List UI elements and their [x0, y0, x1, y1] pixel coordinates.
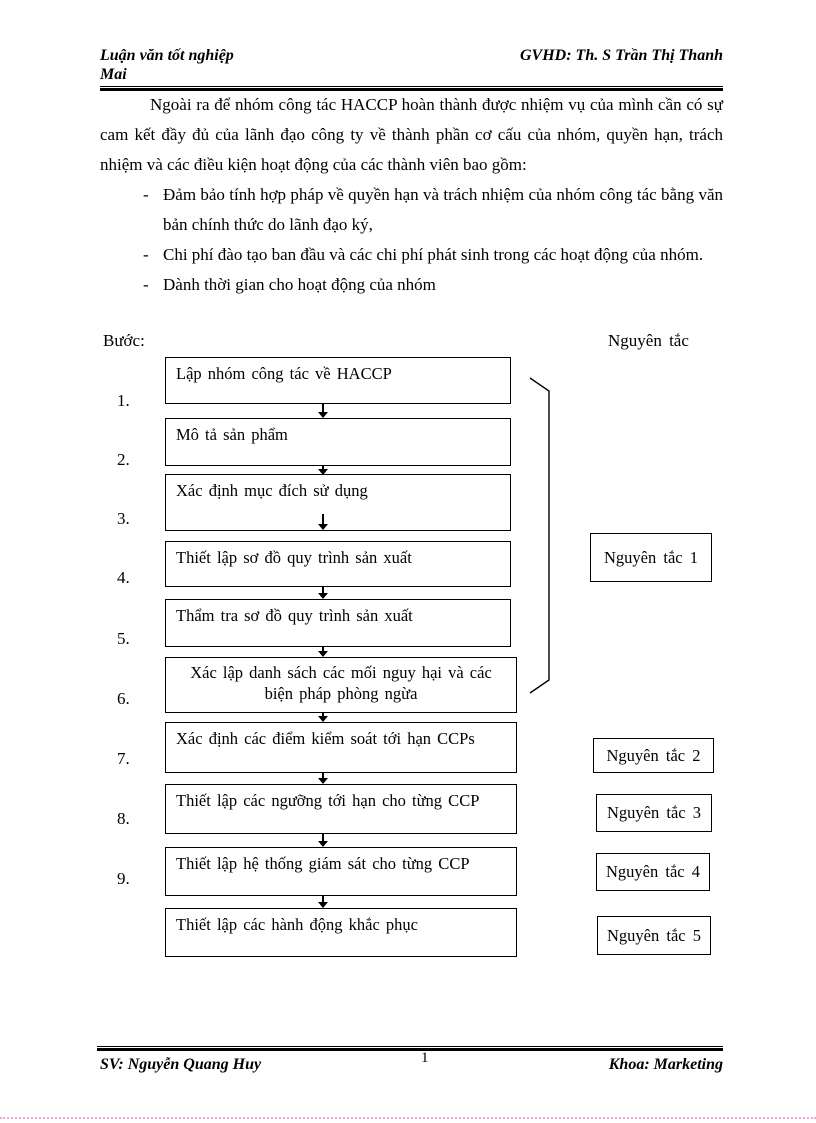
- header-left-title: Luận văn tốt nghiệp: [100, 47, 234, 64]
- step-number: 4.: [117, 568, 130, 587]
- bullet-dash: -: [143, 245, 149, 264]
- step-number: 2.: [117, 450, 130, 469]
- principles-heading: Nguyên tắc: [608, 331, 689, 350]
- steps-heading: Bước:: [103, 331, 145, 350]
- flow-step-9: Thiết lập hệ thống giám sát cho từng CCP: [165, 847, 517, 896]
- step-number: 5.: [117, 629, 130, 648]
- step-number: 9.: [117, 869, 130, 888]
- flow-step-10: Thiết lập các hành động khắc phục: [165, 908, 517, 957]
- arrow-down-icon: [318, 712, 328, 722]
- flow-step-7: Xác định các điểm kiểm soát tới hạn CCPs: [165, 722, 517, 773]
- footer-left-text: SV: Nguyễn Quang Huy: [100, 1056, 262, 1073]
- header-rule: [100, 86, 723, 91]
- step-number: 7.: [117, 749, 130, 768]
- page-footer: SV: Nguyễn Quang Huy Khoa: Marketing: [100, 1056, 723, 1074]
- principle-box-5: Nguyên tắc 5: [597, 916, 711, 955]
- bullet-text: Đảm bảo tính hợp pháp về quyền hạn và tr…: [163, 185, 723, 234]
- intro-paragraph: Ngoài ra để nhóm công tác HACCP hoàn thà…: [100, 95, 723, 174]
- flow-step-2: Mô tả sản phẩm: [165, 418, 511, 466]
- arrow-down-icon: [318, 895, 328, 908]
- brace-connector: [529, 377, 550, 694]
- arrow-down-icon: [318, 833, 328, 847]
- principle-box-2: Nguyên tắc 2: [593, 738, 714, 773]
- arrow-down-icon: [318, 514, 328, 530]
- principle-box-1: Nguyên tắc 1: [590, 533, 712, 582]
- header-right-title: GVHD: Th. S Trần Thị Thanh: [519, 47, 723, 64]
- page-header: Luận văn tốt nghiệp GVHD: Th. S Trần Thị…: [100, 46, 723, 91]
- bullet-text: Chi phí đào tạo ban đầu và các chi phí p…: [163, 245, 704, 264]
- arrow-down-icon: [318, 772, 328, 784]
- page-number: 1: [421, 1050, 429, 1066]
- page-bottom-dotted-line: [0, 1117, 816, 1119]
- step-number: 1.: [117, 391, 130, 410]
- body-text: Ngoài ra để nhóm công tác HACCP hoàn thà…: [100, 90, 723, 300]
- flow-step-1: Lập nhóm công tác về HACCP: [165, 357, 511, 404]
- flow-step-6: Xác lập danh sách các mối nguy hại và cá…: [165, 657, 517, 713]
- flow-step-3: Xác định mục đích sử dụng: [165, 474, 511, 531]
- bullet-item: - Dành thời gian cho hoạt động của nhóm: [100, 270, 723, 300]
- arrow-down-icon: [318, 586, 328, 599]
- header-overflow-word: Mai: [100, 66, 127, 83]
- step-number: 3.: [117, 509, 130, 528]
- bullet-item: - Đảm bảo tính hợp pháp về quyền hạn và …: [100, 180, 723, 240]
- bullet-dash: -: [143, 275, 149, 294]
- flow-step-5: Thẩm tra sơ đồ quy trình sản xuất: [165, 599, 511, 647]
- principle-box-3: Nguyên tắc 3: [596, 794, 712, 832]
- bullet-text: Dành thời gian cho hoạt động của nhóm: [163, 275, 436, 294]
- bullet-dash: -: [143, 185, 149, 204]
- arrow-down-icon: [318, 404, 328, 418]
- arrow-down-icon: [318, 646, 328, 657]
- bullet-item: - Chi phí đào tạo ban đầu và các chi phí…: [100, 240, 723, 270]
- arrow-down-icon: [318, 465, 328, 475]
- flow-step-4: Thiết lập sơ đồ quy trình sản xuất: [165, 541, 511, 587]
- step-number: 8.: [117, 809, 130, 828]
- footer-right-text: Khoa: Marketing: [608, 1056, 723, 1073]
- footer-rule: [97, 1046, 723, 1051]
- step-number: 6.: [117, 689, 130, 708]
- flow-step-8: Thiết lập các ngưỡng tới hạn cho từng CC…: [165, 784, 517, 834]
- principle-box-4: Nguyên tắc 4: [596, 853, 710, 891]
